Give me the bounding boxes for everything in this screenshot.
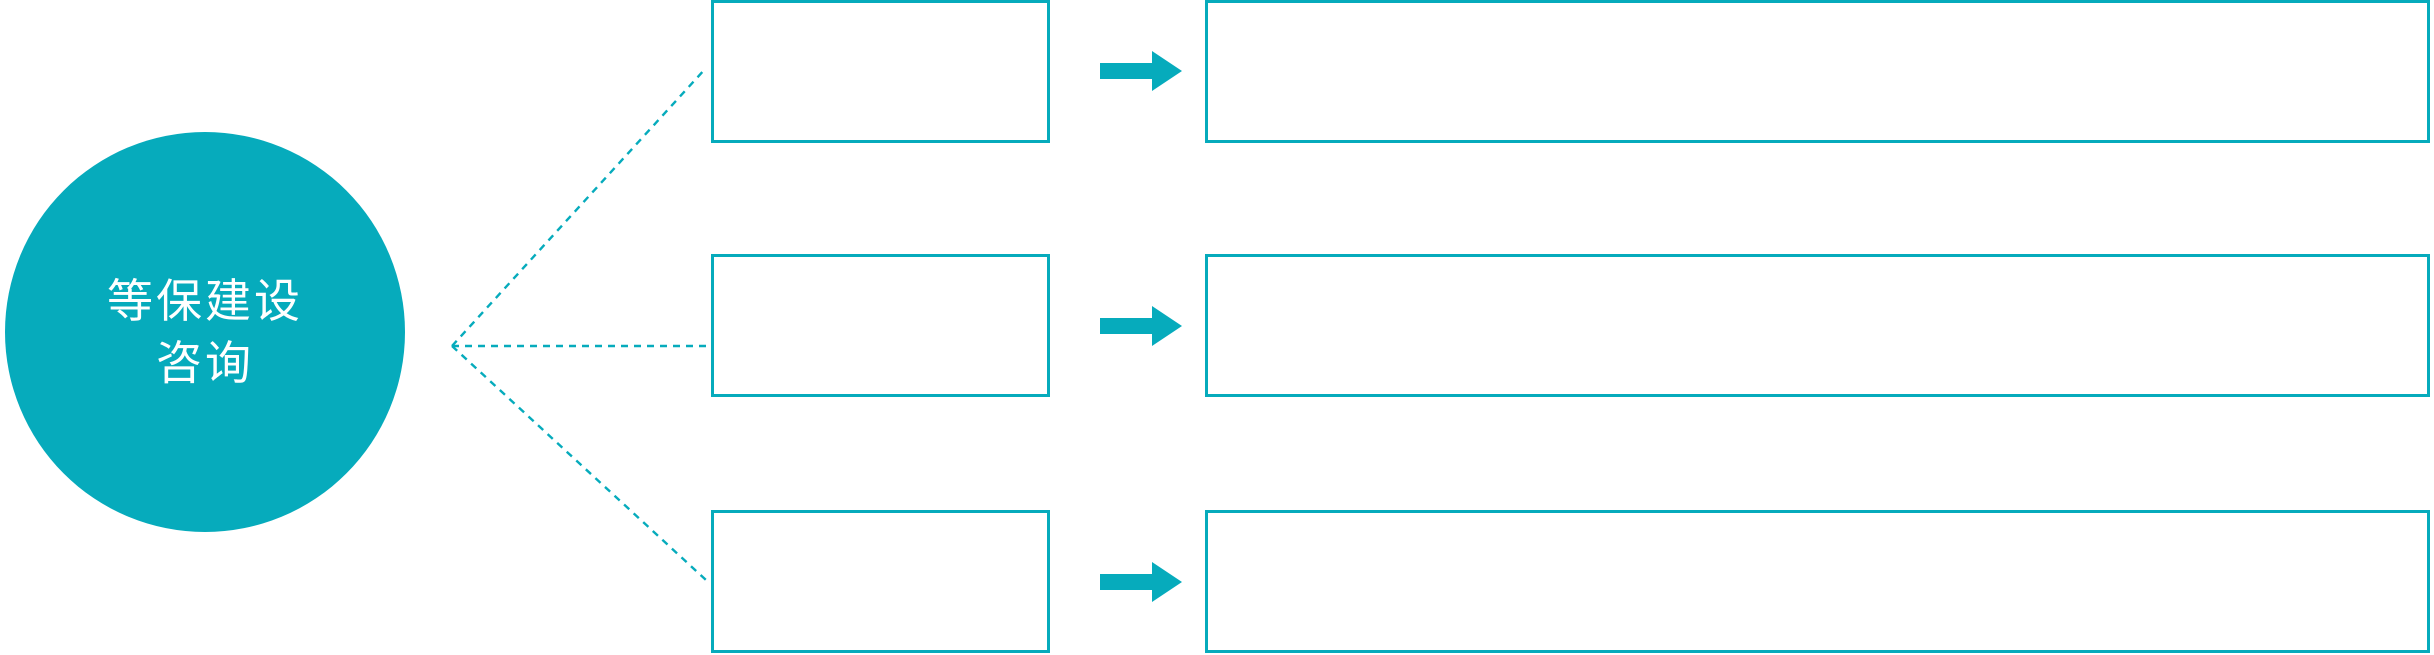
connector-line-row-3 (451, 345, 707, 581)
flow-row-1 (0, 0, 2434, 143)
stage-box-row-1[interactable] (711, 0, 1050, 143)
hub-circle[interactable]: 等保建设 咨询 (5, 132, 405, 532)
arrow-right-icon-row-1 (1100, 51, 1182, 91)
detail-box-row-2[interactable] (1205, 254, 2430, 397)
stage-box-row-3[interactable] (711, 510, 1050, 653)
stage-box-row-2[interactable] (711, 254, 1050, 397)
hub-label-line-2: 咨询 (156, 336, 254, 390)
detail-box-row-3[interactable] (1205, 510, 2430, 653)
detail-box-row-1[interactable] (1205, 0, 2430, 143)
arrow-right-icon-row-3 (1100, 562, 1182, 602)
arrow-right-icon-row-2 (1100, 306, 1182, 346)
hub-label-line-1: 等保建设 (107, 273, 303, 328)
